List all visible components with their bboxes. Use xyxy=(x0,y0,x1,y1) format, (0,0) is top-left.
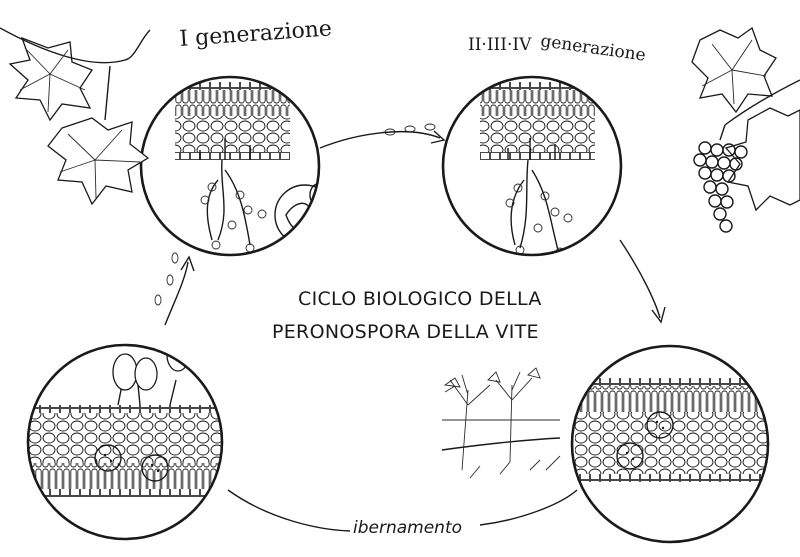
diagram-title-line-2: PERONOSPORA DELLA VITE xyxy=(272,321,539,343)
leaf-section-illustration xyxy=(28,339,228,497)
stage-oospore-germination xyxy=(28,339,228,539)
grape-cluster-illustration xyxy=(692,28,800,232)
diagram-title-line-1: CICLO BIOLOGICO DELLA xyxy=(298,288,542,310)
arrow-first-to-later xyxy=(320,132,440,148)
stage-oospore-formation xyxy=(572,346,770,542)
arrow-later-to-winter xyxy=(620,240,660,318)
label-overwintering: ibernamento xyxy=(353,518,462,538)
leaf-section-illustration xyxy=(480,82,595,256)
label-first-generation: I generazione xyxy=(179,16,333,52)
label-later-generations-word: generazione xyxy=(539,31,647,66)
stage-later-generations xyxy=(443,77,621,256)
winter-vines-illustration xyxy=(442,368,560,478)
vine-leaf-illustration xyxy=(0,28,150,204)
leaf-section-illustration xyxy=(175,82,335,252)
arrow-oospore-to-first xyxy=(165,262,188,325)
leaf-section-illustration xyxy=(575,378,770,482)
label-later-generations-numbers: II·III·IV xyxy=(468,35,532,55)
stage-first-generation xyxy=(141,77,335,255)
